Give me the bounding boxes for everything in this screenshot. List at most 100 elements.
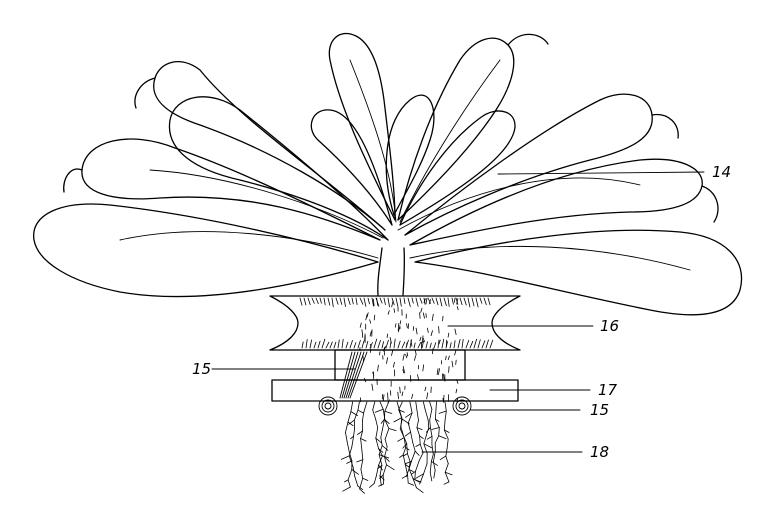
- stroke-mark: [381, 438, 382, 446]
- stroke-mark: [352, 470, 359, 475]
- stroke-mark: [430, 409, 432, 420]
- stroke-mark: [416, 328, 417, 334]
- label-14-group: 14: [498, 163, 731, 181]
- stroke-mark: [436, 298, 438, 305]
- stroke-mark: [444, 420, 445, 430]
- stroke-mark: [411, 451, 415, 461]
- stroke-mark: [434, 343, 436, 348]
- stroke-mark: [358, 410, 364, 413]
- stroke-mark: [348, 298, 350, 305]
- root-mass: [341, 402, 452, 493]
- stroke-mark: [389, 429, 396, 431]
- stroke-mark: [476, 298, 478, 307]
- stroke-mark: [416, 444, 420, 446]
- stroke-mark: [394, 339, 395, 348]
- stroke-mark: [357, 460, 363, 462]
- stroke-mark: [306, 340, 307, 349]
- stroke-mark: [336, 298, 338, 304]
- stroke-mark: [383, 395, 384, 401]
- stroke-mark: [372, 384, 373, 390]
- stroke-mark: [428, 420, 429, 428]
- stroke-mark: [436, 402, 437, 409]
- stroke-mark: [322, 339, 325, 348]
- stroke-mark: [341, 456, 349, 460]
- stroke-mark: [400, 455, 404, 458]
- label-16-group: 16: [448, 317, 619, 335]
- leaf-cluster: [34, 33, 742, 314]
- stroke-mark: [437, 369, 438, 375]
- stroke-mark: [412, 298, 413, 303]
- stroke-mark: [378, 365, 379, 371]
- stroke-mark: [394, 309, 395, 313]
- stroke-mark: [444, 374, 445, 379]
- stroke-mark: [349, 447, 352, 456]
- label-18: 18: [590, 443, 609, 461]
- stroke-mark: [385, 411, 392, 413]
- stroke-mark: [360, 298, 363, 304]
- stroke-mark: [386, 340, 388, 348]
- stroke-mark: [364, 402, 367, 413]
- stroke-mark: [432, 445, 433, 455]
- stroke-mark: [426, 342, 428, 348]
- leaf-far-right: [415, 230, 742, 315]
- stroke-mark: [355, 476, 358, 486]
- stroke-mark: [398, 341, 400, 348]
- stroke-mark: [364, 298, 366, 306]
- stroke-mark: [408, 475, 409, 483]
- stroke-mark: [415, 472, 416, 480]
- stroke-mark: [438, 369, 439, 375]
- stroke-mark: [415, 351, 416, 355]
- stroke-mark: [400, 387, 401, 393]
- stroke-mark: [460, 298, 462, 305]
- stroke-mark: [403, 455, 405, 465]
- label-15-right: 15: [590, 401, 609, 419]
- stroke-mark: [373, 402, 375, 410]
- stroke-mark: [407, 353, 408, 356]
- stroke-mark: [430, 402, 432, 409]
- stroke-mark: [423, 313, 424, 318]
- stroke-mark: [387, 334, 388, 338]
- stroke-mark: [316, 298, 318, 304]
- stroke-mark: [488, 298, 490, 305]
- stroke-mark: [455, 329, 456, 335]
- stroke-mark: [457, 307, 458, 310]
- stroke-mark: [430, 343, 431, 348]
- stroke-mark: [324, 298, 325, 305]
- stroke-mark: [360, 478, 363, 489]
- stroke-mark: [432, 298, 434, 303]
- stroke-mark: [376, 428, 378, 439]
- stroke-mark: [354, 428, 355, 436]
- stroke-mark: [472, 298, 474, 306]
- stroke-mark: [422, 336, 423, 343]
- stroke-mark: [361, 460, 363, 470]
- stroke-mark: [302, 342, 303, 348]
- stroke-mark: [411, 432, 413, 443]
- label-15-left: 15: [192, 360, 211, 378]
- stroke-mark: [427, 328, 428, 332]
- stroke-mark: [439, 327, 440, 334]
- stroke-mark: [358, 340, 360, 348]
- stroke-mark: [385, 402, 389, 411]
- stroke-mark: [433, 451, 435, 462]
- leaf-right-top: [405, 94, 652, 235]
- stroke-mark: [402, 342, 405, 348]
- stroke-mark: [403, 354, 404, 360]
- stroke-mark: [345, 480, 349, 482]
- coil-left: [319, 397, 337, 415]
- leaf-right-tip: [702, 186, 718, 222]
- stroke-mark: [470, 341, 473, 348]
- stroke-mark: [431, 454, 433, 461]
- leaf-top-right-curl: [508, 34, 548, 45]
- stroke-mark: [350, 340, 353, 348]
- stroke-mark: [449, 367, 450, 373]
- stroke-mark: [417, 410, 419, 420]
- stroke-mark: [310, 340, 312, 348]
- stroke-mark: [388, 311, 389, 315]
- stroke-mark: [347, 442, 349, 453]
- stroke-mark: [378, 340, 381, 348]
- stroke-mark: [334, 342, 336, 348]
- stroke-mark: [392, 301, 393, 307]
- stroke-mark: [484, 298, 486, 305]
- stroke-mark: [486, 340, 489, 348]
